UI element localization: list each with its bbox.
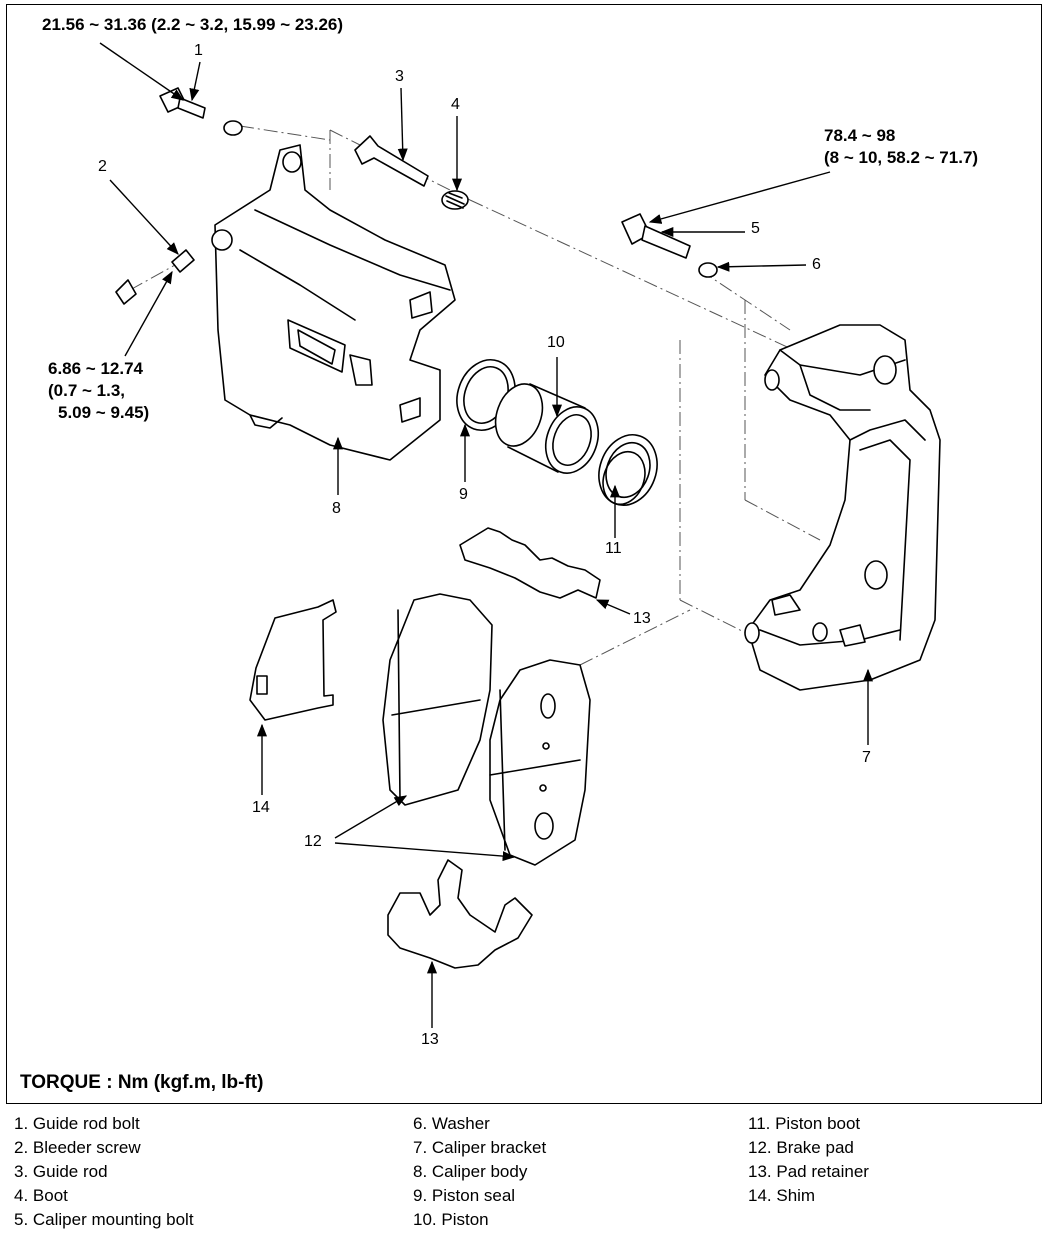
shim-slot (256, 675, 268, 695)
boot (441, 190, 469, 210)
torque-caliper-mounting-bolt-line1: 78.4 ~ 98 (824, 126, 896, 145)
torque-caliper-mounting-bolt-line2: (8 ~ 10, 58.2 ~ 71.7) (824, 148, 979, 167)
callout-10: 10 (547, 334, 565, 351)
callout-5: 5 (751, 220, 760, 237)
bleeder-cap (115, 279, 137, 305)
pad-retainer-upper (459, 527, 601, 599)
callout-13-lower: 13 (421, 1031, 439, 1048)
legend-item: 1. Guide rod bolt (14, 1114, 140, 1133)
guide-rod (354, 135, 429, 187)
torque-units-heading: TORQUE : Nm (kgf.m, lb-ft) (20, 1072, 264, 1093)
caliper-bracket (744, 324, 941, 691)
legend-column-2: 6. Washer 7. Caliper bracket 8. Caliper … (413, 1112, 546, 1232)
legend-item: 11. Piston boot (748, 1114, 861, 1133)
legend-column-3: 11. Piston boot 12. Brake pad 13. Pad re… (748, 1112, 869, 1208)
piston (494, 383, 600, 474)
legend-column-1: 1. Guide rod bolt 2. Bleeder screw 3. Gu… (14, 1112, 194, 1232)
brake-pad-inner (489, 659, 591, 866)
callout-9: 9 (459, 486, 468, 503)
legend-item: 10. Piston (413, 1210, 489, 1229)
caliper-mounting-bolt-washer (698, 262, 718, 278)
guide-rod-bolt (159, 87, 206, 119)
legend-item: 9. Piston seal (413, 1186, 516, 1205)
torque-bleeder-line2: (0.7 ~ 1.3, (48, 381, 126, 400)
legend-item: 6. Washer (413, 1114, 490, 1133)
diagram-frame (6, 4, 1042, 1104)
legend-item: 13. Pad retainer (748, 1162, 869, 1181)
shim (249, 599, 337, 721)
callout-14: 14 (252, 799, 270, 816)
caliper-body (211, 144, 456, 461)
callout-11: 11 (605, 540, 622, 557)
brake-pad-outer (382, 593, 493, 806)
torque-bleeder-line3: 5.09 ~ 9.45) (58, 403, 150, 422)
bleeder-screw (171, 249, 195, 273)
legend-item: 2. Bleeder screw (14, 1138, 141, 1157)
brake-caliper-exploded-diagram (99, 42, 941, 1028)
callout-3: 3 (395, 68, 404, 85)
leader-lines (99, 42, 874, 1028)
legend-item: 4. Boot (14, 1186, 68, 1205)
legend-item: 14. Shim (748, 1186, 816, 1205)
callout-12: 12 (304, 833, 322, 850)
caliper-mounting-bolt (621, 213, 691, 259)
legend-item: 7. Caliper bracket (413, 1138, 547, 1157)
pad-retainer-lower (387, 859, 533, 969)
callout-6: 6 (812, 256, 821, 273)
legend-item: 5. Caliper mounting bolt (14, 1210, 194, 1229)
torque-guide-rod-bolt: 21.56 ~ 31.36 (2.2 ~ 3.2, 15.99 ~ 23.26) (42, 15, 344, 34)
callout-13-upper: 13 (633, 610, 651, 627)
legend-item: 12. Brake pad (748, 1138, 854, 1157)
legend-item: 8. Caliper body (413, 1162, 528, 1181)
callout-1: 1 (194, 42, 203, 59)
piston-boot (598, 434, 658, 506)
callout-8: 8 (332, 500, 341, 517)
callout-4: 4 (451, 96, 460, 113)
guide-rod-bolt-washer (223, 120, 243, 136)
callout-7: 7 (862, 749, 871, 766)
legend-item: 3. Guide rod (14, 1162, 108, 1181)
torque-bleeder-line1: 6.86 ~ 12.74 (48, 359, 144, 378)
callout-2: 2 (98, 158, 107, 175)
